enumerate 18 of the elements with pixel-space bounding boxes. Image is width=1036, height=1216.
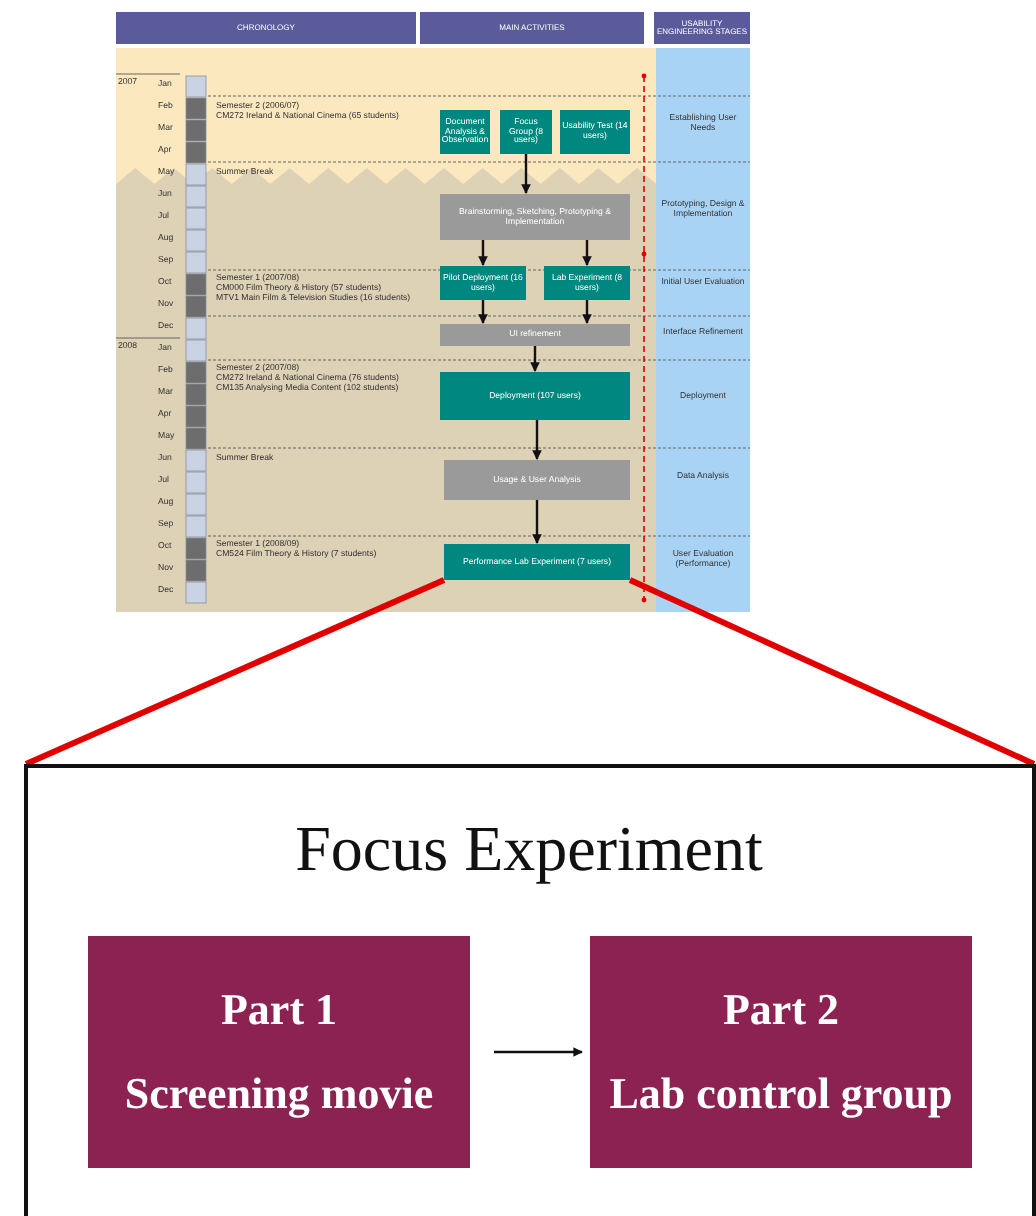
arrow xyxy=(532,420,542,460)
callout-panel xyxy=(24,764,1036,1216)
part-box xyxy=(88,936,470,1168)
part-description: Screening movie xyxy=(124,1068,434,1120)
part-heading: Part 1 xyxy=(220,984,338,1036)
arrow xyxy=(582,240,592,266)
part-box xyxy=(590,936,972,1168)
zoom-line xyxy=(23,577,1036,767)
arrow xyxy=(582,300,592,324)
arrow xyxy=(530,346,540,372)
arrow xyxy=(494,1047,583,1057)
part-heading: Part 2 xyxy=(722,984,840,1036)
arrow xyxy=(532,500,542,544)
arrow xyxy=(521,154,531,194)
arrow xyxy=(478,240,488,266)
part-description: Lab control group xyxy=(609,1068,953,1120)
panel-title: Focus Experiment xyxy=(293,812,765,886)
arrow xyxy=(478,300,488,324)
